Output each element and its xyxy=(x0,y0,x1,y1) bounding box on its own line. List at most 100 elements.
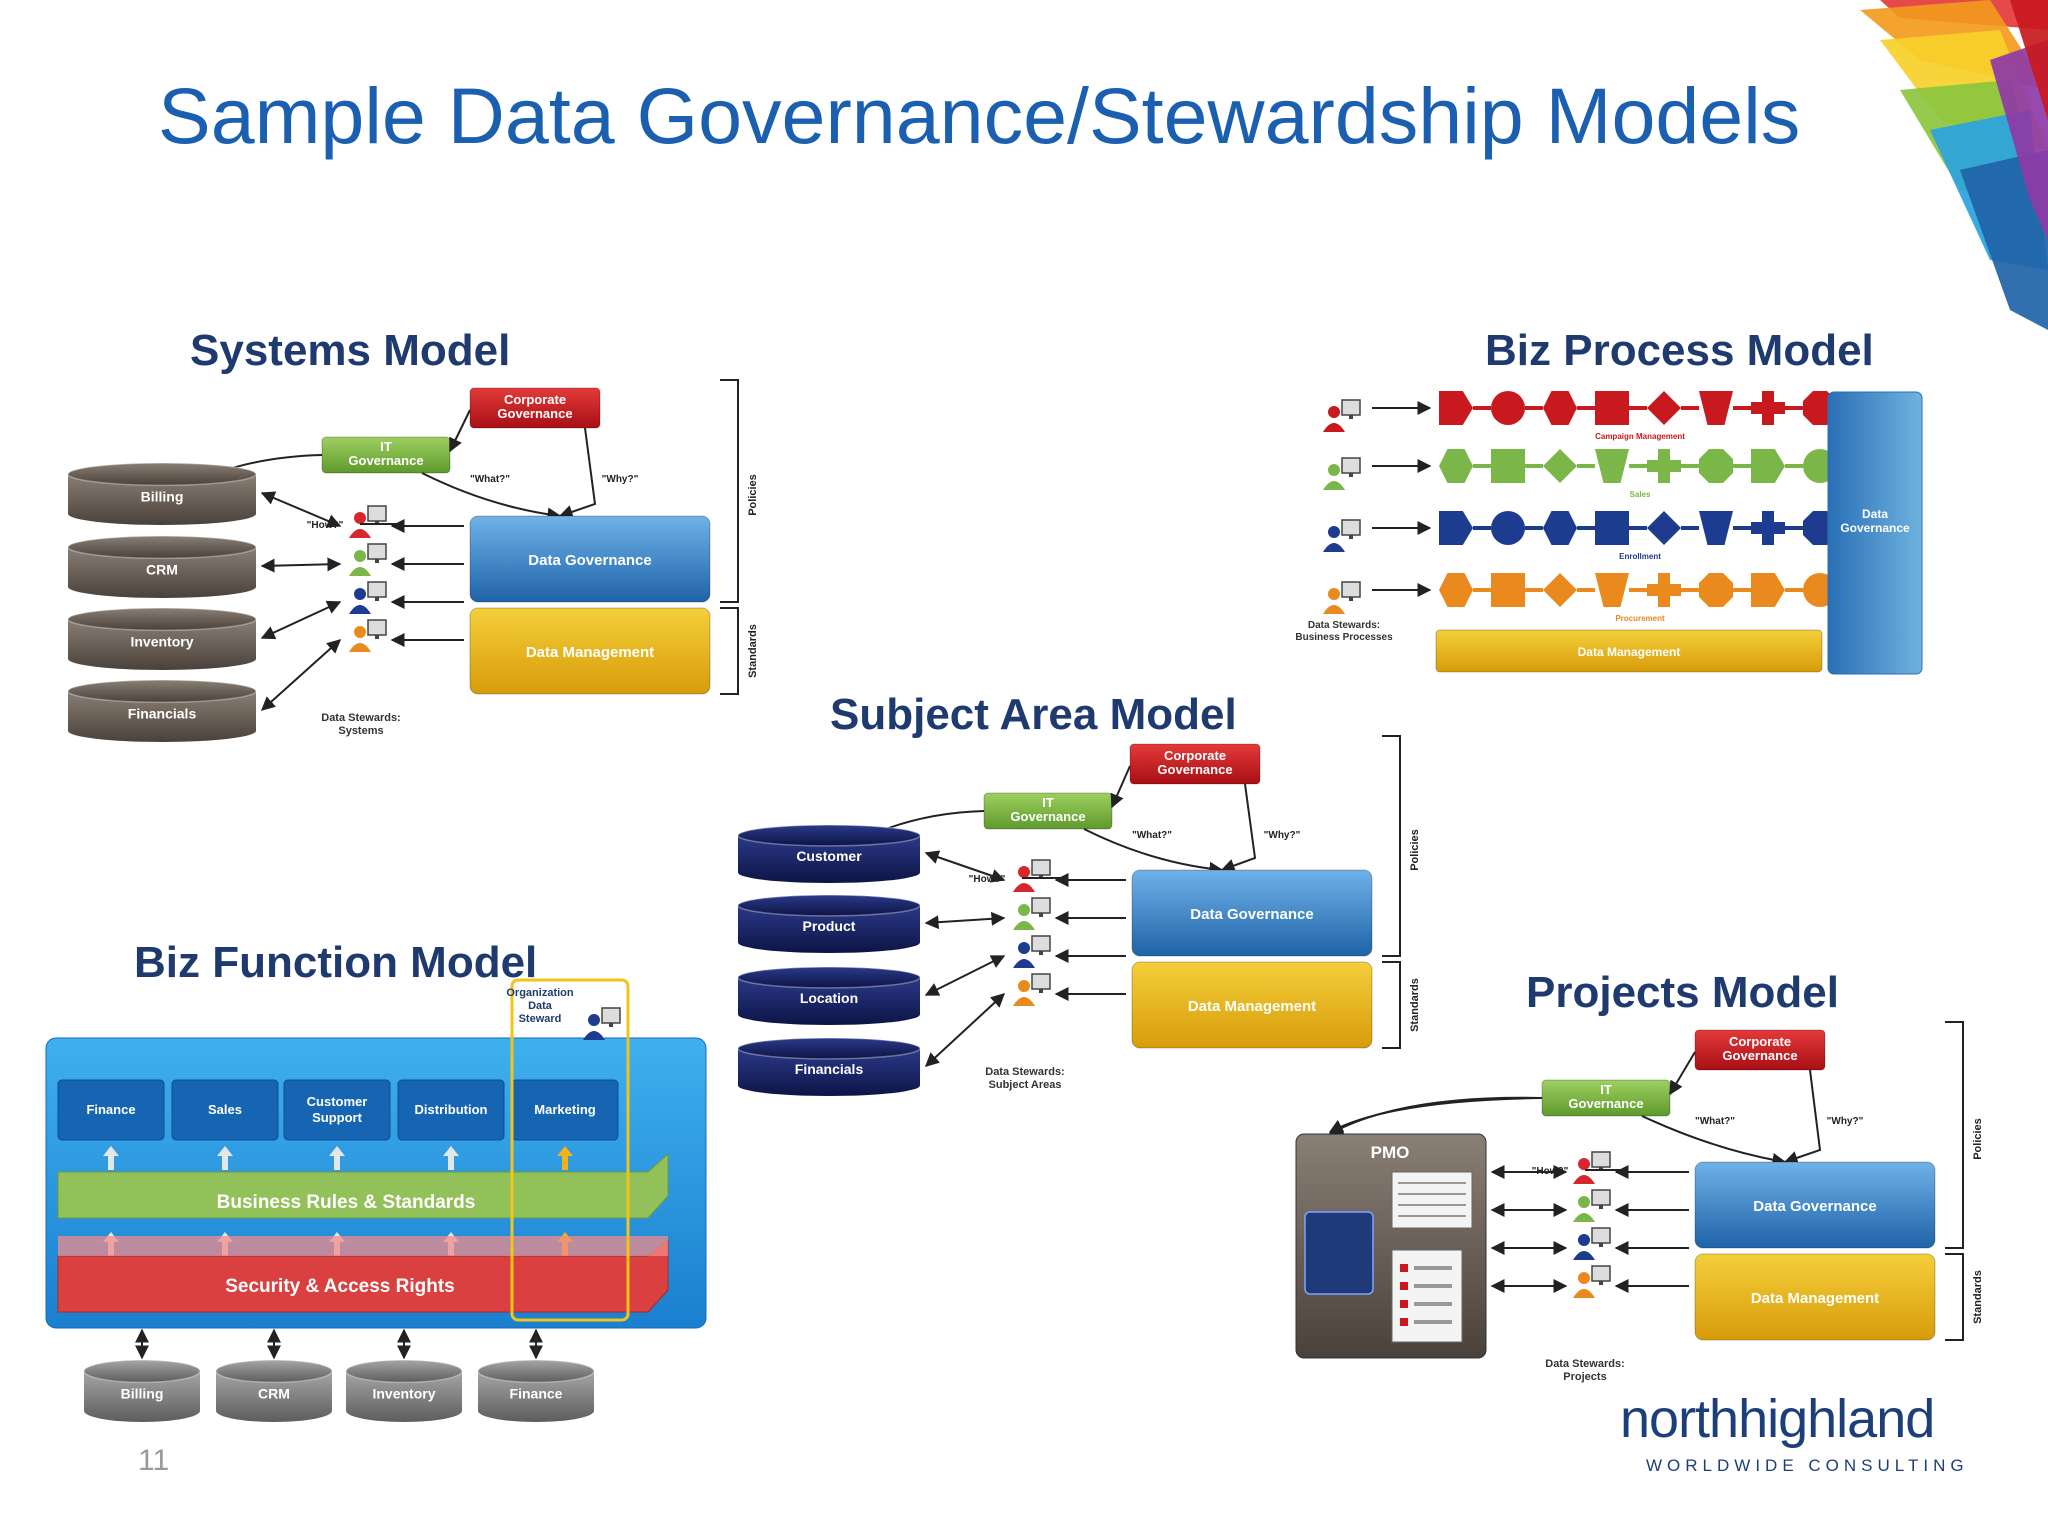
cylinder-top xyxy=(737,1037,921,1060)
corporate-governance-label: Governance xyxy=(1722,1048,1797,1063)
cylinder-top xyxy=(67,462,257,487)
monitor-stand xyxy=(1349,535,1353,539)
process-label: Sales xyxy=(1630,490,1651,499)
corner-decoration xyxy=(1860,0,2048,330)
checklist-line xyxy=(1414,1302,1452,1306)
data-steward-icon xyxy=(1323,457,1361,490)
data-steward-icon xyxy=(1573,1189,1611,1222)
checklist-icon xyxy=(1391,1249,1463,1343)
standards-bracket xyxy=(1945,1253,1964,1341)
process-step-shape xyxy=(1751,511,1785,545)
process-link xyxy=(1473,588,1491,592)
policies-label: Policies xyxy=(1972,1118,1984,1160)
systems-model-title: Systems Model xyxy=(190,326,511,375)
process-link xyxy=(1681,588,1699,592)
process-step-shape xyxy=(1647,391,1681,425)
function-system-cylinder: CRM xyxy=(215,1359,333,1422)
data-governance-box xyxy=(1131,869,1373,957)
process-link xyxy=(1785,406,1803,410)
cylinder-top xyxy=(67,679,257,704)
data-management-box xyxy=(469,607,711,695)
corporate-governance-label: Corporate xyxy=(1164,748,1226,763)
spreadsheet-line xyxy=(1398,1204,1466,1206)
process-step-shape xyxy=(1647,573,1681,607)
process-step-shape xyxy=(1439,449,1473,483)
subject-area-model-diagram: CorporateGovernanceITGovernance"What?""W… xyxy=(737,735,1421,1097)
process-label: Procurement xyxy=(1615,614,1665,623)
flowchart-icon xyxy=(1304,1211,1374,1295)
function-up-arrow xyxy=(217,1146,233,1170)
cylinder-label: Inventory xyxy=(372,1385,435,1401)
person-body xyxy=(1013,997,1035,1006)
corporate-governance-box xyxy=(1129,743,1261,785)
biz-process-model-diagram: Campaign ManagementSalesEnrollmentProcur… xyxy=(1295,391,1923,675)
cylinder-label: Financials xyxy=(795,1061,864,1077)
steward-to-system-arrow xyxy=(260,600,342,640)
corner-facet xyxy=(2010,0,2048,120)
cylinder-label: Billing xyxy=(141,488,184,504)
policies-bracket xyxy=(1945,1021,1964,1249)
process-step-shape xyxy=(1699,573,1733,607)
person-body xyxy=(1323,423,1345,432)
process-link xyxy=(1681,464,1699,468)
process-step-shape xyxy=(1751,391,1785,425)
cylinder-body xyxy=(68,619,256,670)
spreadsheet-line xyxy=(1398,1182,1466,1184)
monitor-shape xyxy=(1591,1189,1611,1206)
corp-to-it-arrow xyxy=(1110,765,1131,809)
brand-tagline: WORLDWIDE CONSULTING xyxy=(1646,1456,1969,1475)
cylinder-label: Location xyxy=(800,990,858,1006)
function-system-cylinder: Inventory xyxy=(345,1359,463,1422)
org-steward-label: Organization xyxy=(506,987,574,999)
steward-to-subject-arrow xyxy=(924,993,1006,1067)
monitor-shape xyxy=(1591,1227,1611,1244)
what-label: "What?" xyxy=(1695,1116,1735,1127)
why-arrow xyxy=(558,427,597,519)
person-head xyxy=(354,550,366,562)
process-data-management-box xyxy=(1435,629,1823,673)
system-cylinder: Financials xyxy=(67,679,257,742)
function-up-arrow xyxy=(329,1146,345,1170)
data-governance-label: Data Governance xyxy=(1190,906,1313,923)
data-steward-icon xyxy=(349,543,387,576)
process-step-shape xyxy=(1647,449,1681,483)
data-management-box xyxy=(1694,1253,1936,1341)
cylinder-body xyxy=(68,691,256,742)
data-management-label: Data Management xyxy=(526,644,654,661)
process-step-shape xyxy=(1595,449,1629,483)
process-link xyxy=(1733,526,1751,530)
system-cylinder: CRM xyxy=(67,535,257,598)
data-steward-icon xyxy=(1323,519,1361,552)
cylinder-body xyxy=(738,1048,920,1097)
process-step-shape xyxy=(1699,449,1733,483)
spreadsheet-line xyxy=(1398,1193,1466,1195)
system-cylinder: Inventory xyxy=(67,607,257,670)
business-rules-slab xyxy=(57,1152,669,1219)
data-steward-icon xyxy=(349,619,387,652)
process-link xyxy=(1733,406,1751,410)
process-step-shape xyxy=(1543,391,1577,425)
subject-cylinder: Product xyxy=(737,894,921,953)
process-step-shape xyxy=(1439,391,1473,425)
why-label: "Why?" xyxy=(1827,1116,1864,1127)
cylinder-top xyxy=(67,607,257,632)
corner-facet xyxy=(1990,40,2048,240)
standards-bracket xyxy=(1382,961,1401,1049)
steward-to-subject-arrow xyxy=(924,911,1006,930)
brand-logo: northhighland xyxy=(1620,1389,1935,1449)
it-to-pmo-arrow xyxy=(1328,1096,1543,1135)
cylinder-body xyxy=(738,835,920,884)
data-management-label: Data Management xyxy=(1751,1290,1879,1307)
process-link xyxy=(1525,406,1543,410)
cylinder-body xyxy=(68,547,256,598)
process-link xyxy=(1681,526,1699,530)
security-slab-top xyxy=(58,1236,668,1256)
monitor-stand xyxy=(1349,597,1353,601)
process-link xyxy=(1629,464,1647,468)
person-head xyxy=(1018,942,1030,954)
process-link xyxy=(1681,406,1699,410)
process-link xyxy=(1473,464,1491,468)
process-link xyxy=(1525,526,1543,530)
process-link xyxy=(1629,526,1647,530)
